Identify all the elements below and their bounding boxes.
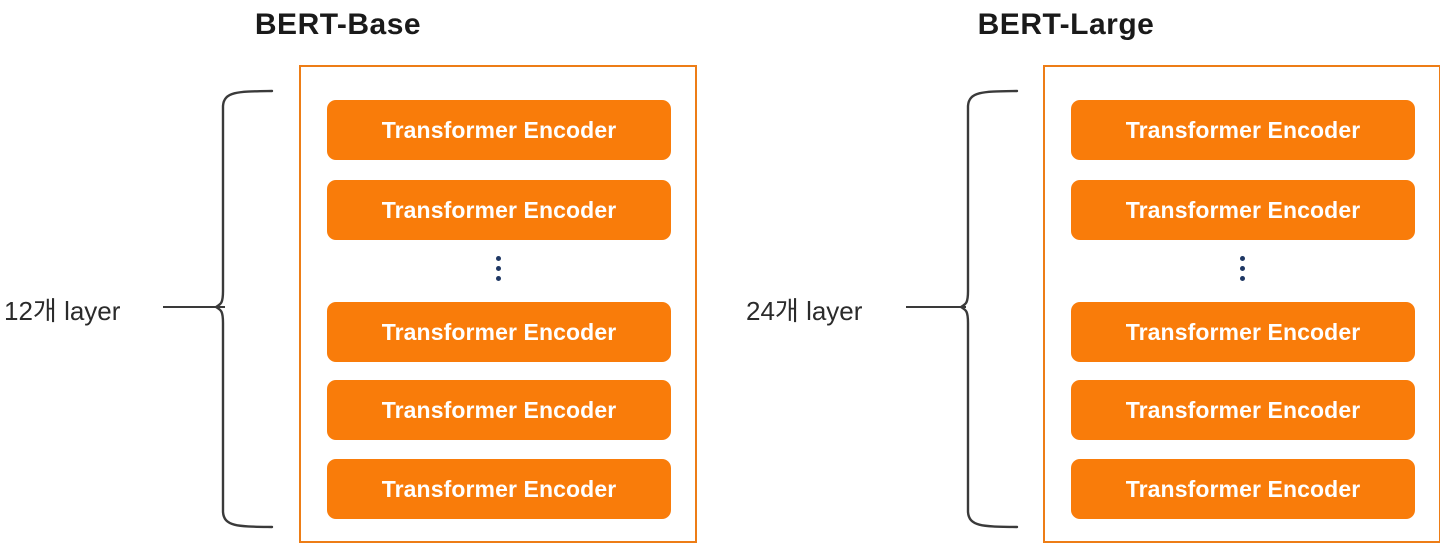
encoder-stack-bert-large: Transformer Encoder Transformer Encoder … xyxy=(1043,65,1440,543)
leader-line-bert-large xyxy=(906,306,966,308)
transformer-encoder-block[interactable]: Transformer Encoder xyxy=(1071,100,1415,160)
encoder-block-label: Transformer Encoder xyxy=(381,196,617,223)
layer-count-label-bert-base: 12개 layer xyxy=(4,296,121,326)
ellipsis-dot-icon xyxy=(495,276,501,281)
page-title-bert-base: BERT-Base xyxy=(254,8,422,41)
model-group-bert-base: BERT-Base 12개 layer Transformer Encoder … xyxy=(4,8,697,543)
encoder-block-label: Transformer Encoder xyxy=(381,116,617,143)
transformer-encoder-block[interactable]: Transformer Encoder xyxy=(327,380,671,440)
model-group-bert-large: BERT-Large 24개 layer Transformer Encoder… xyxy=(720,0,1440,551)
encoder-block-label: Transformer Encoder xyxy=(381,396,617,423)
encoder-block-label: Transformer Encoder xyxy=(381,318,617,345)
ellipsis-dot-icon xyxy=(495,256,501,261)
transformer-encoder-block[interactable]: Transformer Encoder xyxy=(327,302,671,362)
ellipsis-dot-icon xyxy=(1239,256,1245,261)
vertical-ellipsis-icon xyxy=(1045,256,1439,281)
transformer-encoder-block[interactable]: Transformer Encoder xyxy=(327,459,671,519)
curly-brace-bert-large xyxy=(958,88,1022,535)
vertical-ellipsis-icon xyxy=(301,256,695,281)
transformer-encoder-block[interactable]: Transformer Encoder xyxy=(1071,180,1415,240)
ellipsis-dot-icon xyxy=(495,266,501,271)
page-title-bert-large: BERT-Large xyxy=(977,8,1155,41)
encoder-block-label: Transformer Encoder xyxy=(1125,116,1361,143)
transformer-encoder-block[interactable]: Transformer Encoder xyxy=(1071,302,1415,362)
ellipsis-dot-icon xyxy=(1239,266,1245,271)
transformer-encoder-block[interactable]: Transformer Encoder xyxy=(327,100,671,160)
encoder-block-label: Transformer Encoder xyxy=(1125,196,1361,223)
encoder-stack-bert-base: Transformer Encoder Transformer Encoder … xyxy=(299,65,697,543)
curly-brace-bert-base xyxy=(213,88,277,535)
leader-line-bert-base xyxy=(163,306,225,308)
transformer-encoder-block[interactable]: Transformer Encoder xyxy=(327,180,671,240)
ellipsis-dot-icon xyxy=(1239,276,1245,281)
encoder-block-label: Transformer Encoder xyxy=(381,475,617,502)
encoder-block-label: Transformer Encoder xyxy=(1125,475,1361,502)
transformer-encoder-block[interactable]: Transformer Encoder xyxy=(1071,459,1415,519)
encoder-block-label: Transformer Encoder xyxy=(1125,318,1361,345)
layer-count-label-bert-large: 24개 layer xyxy=(746,296,863,326)
transformer-encoder-block[interactable]: Transformer Encoder xyxy=(1071,380,1415,440)
encoder-block-label: Transformer Encoder xyxy=(1125,396,1361,423)
